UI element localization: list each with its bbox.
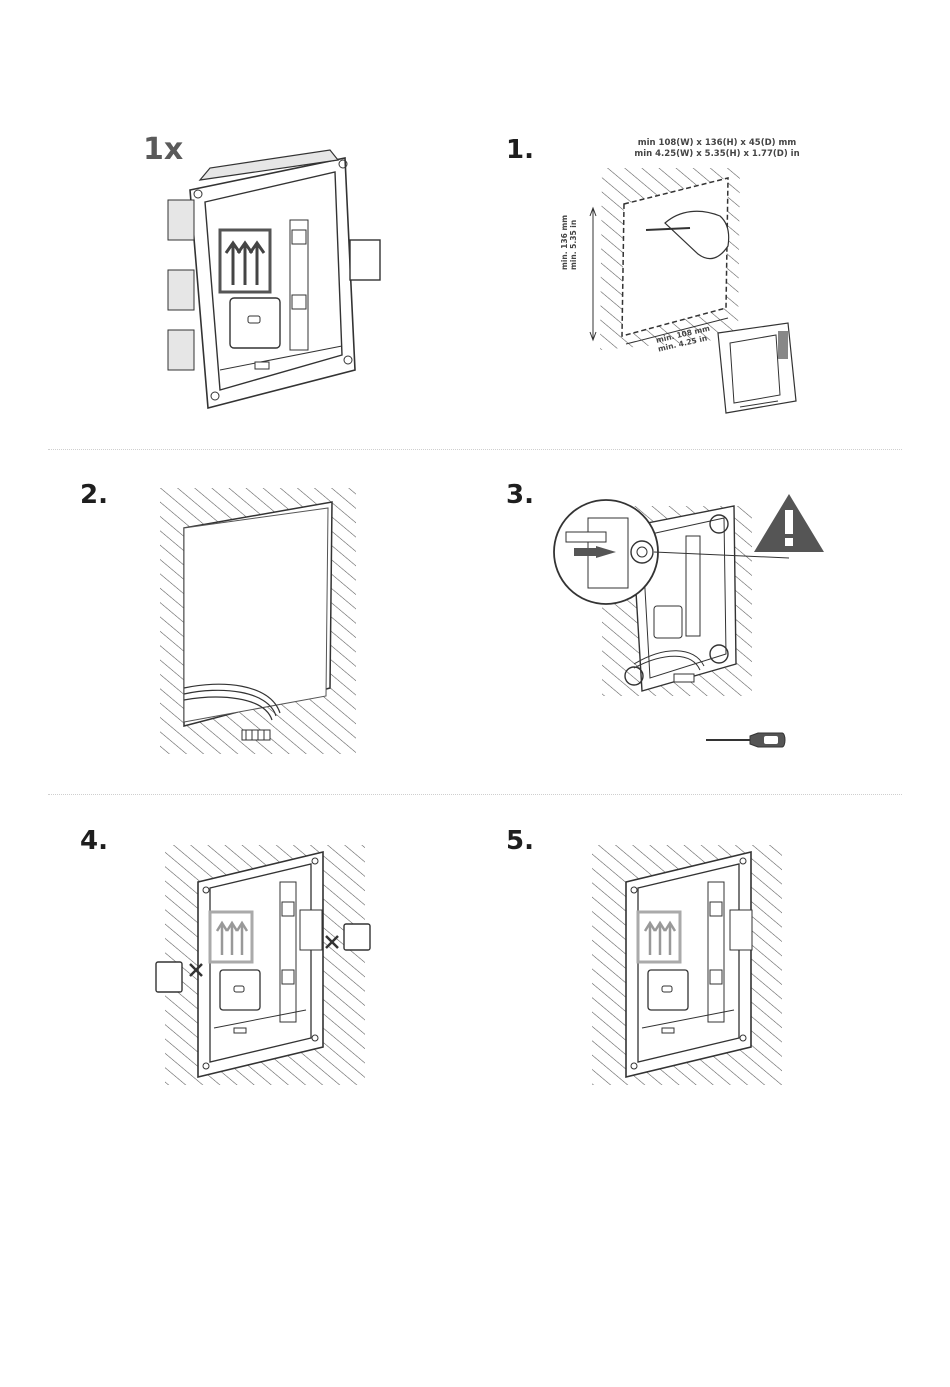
step-1-label: 1. (506, 135, 534, 165)
up-arrows-icon (226, 243, 264, 285)
template-sheet-icon (718, 323, 798, 415)
box-remove-tabs-illustration (150, 840, 380, 1090)
warning-triangle-icon (754, 494, 824, 552)
mounting-box-illustration (160, 150, 390, 420)
wall-opening-illustration (160, 488, 360, 758)
step-2-label: 2. (80, 480, 108, 510)
height-dimension: min. 136 mm min. 5.35 in (560, 210, 578, 270)
dimensions-metric: min 108(W) x 136(H) x 45(D) mm (612, 138, 822, 149)
dimensions-imperial: min 4.25(W) x 5.35(H) x 1.77(D) in (612, 149, 822, 160)
box-install-illustration (554, 496, 754, 706)
dimensions-caption: min 108(W) x 136(H) x 45(D) mm min 4.25(… (612, 138, 822, 160)
step-4-label: 4. (80, 826, 108, 856)
step-3-label: 3. (506, 480, 534, 510)
step-5-label: 5. (506, 826, 534, 856)
divider-1 (48, 449, 902, 450)
box-installed-illustration (592, 840, 792, 1090)
divider-2 (48, 794, 902, 795)
screwdriver-icon (706, 730, 786, 750)
